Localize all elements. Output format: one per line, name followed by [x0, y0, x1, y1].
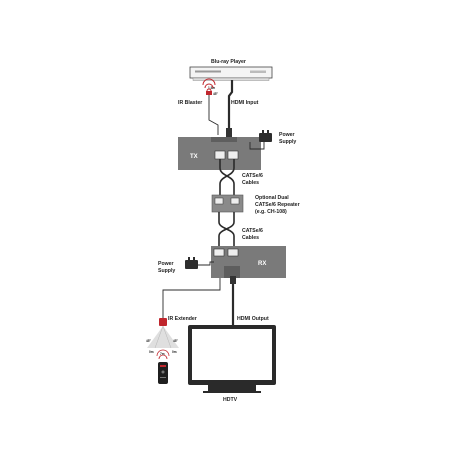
- angle-left-label: 45°: [146, 339, 152, 343]
- power-supply-rx-label-1: Power: [158, 261, 174, 267]
- bluray-player-icon: [189, 66, 273, 81]
- ir-extender-icon: [147, 318, 179, 349]
- cat-cable-2: [219, 159, 235, 196]
- hdmi-output-plug: [230, 276, 236, 284]
- power-supply-tx-label-1: Power: [279, 132, 295, 138]
- ir-blaster-cable: [208, 95, 219, 135]
- power-supply-tx-label-2: Supply: [279, 139, 296, 145]
- cat-cables-top-2: Cables: [242, 180, 259, 186]
- cat-cables-top-1: CATSe/6: [242, 173, 263, 179]
- rx-power-cable: [198, 261, 214, 266]
- ir-extender-label: IR Extender: [168, 316, 197, 322]
- cat-cable-3: [218, 212, 235, 248]
- angle-right-label: 45°: [173, 339, 179, 343]
- power-supply-rx-label-2: Supply: [158, 268, 175, 274]
- ir-blaster-icon: [202, 78, 216, 95]
- rx-port-1: [213, 248, 225, 257]
- power-adapter-icon: [259, 130, 272, 142]
- repeater-label-1: Optional Dual: [255, 195, 289, 201]
- cable-angle-label: 45°: [213, 92, 219, 96]
- tx-label: TX: [190, 154, 198, 160]
- rx-port-2: [227, 248, 239, 257]
- tx-front-panel: [211, 137, 237, 142]
- remote-control-icon: [156, 349, 170, 384]
- hdmi-input-label: HDMI Input: [231, 100, 259, 106]
- distance-right-label: 0m: [172, 350, 177, 354]
- cat-cables-bottom-2: Cables: [242, 235, 259, 241]
- hdmi-input-cable: [227, 80, 234, 135]
- distance-mid-label: 7m: [160, 352, 165, 356]
- bluray-label: Blu-ray Player: [211, 59, 246, 65]
- repeater-port-out: [230, 197, 240, 205]
- ir-blaster-label: IR Blaster: [178, 100, 202, 106]
- cable-length-label: 1.5m: [208, 86, 215, 90]
- repeater-port-in: [214, 197, 224, 205]
- hdmi-input-plug: [226, 128, 232, 137]
- power-adapter-icon: [185, 257, 198, 269]
- ir-extender-cable: [162, 278, 221, 318]
- tx-power-cable: [249, 141, 265, 150]
- distance-left-label: 0m: [149, 350, 154, 354]
- hdmi-output-label: HDMI Output: [237, 316, 269, 322]
- rx-label: RX: [258, 261, 266, 267]
- repeater-label-2: CATSe/6 Repeater: [255, 202, 300, 208]
- hdtv-label: HDTV: [223, 397, 238, 403]
- hdtv-icon: [188, 325, 276, 393]
- cat-cable-4: [218, 212, 235, 248]
- cat-cables-bottom-1: CATSe/6: [242, 228, 263, 234]
- repeater-label-3: (e.g. CH-108): [255, 209, 287, 215]
- rx-front-panel: [224, 266, 240, 278]
